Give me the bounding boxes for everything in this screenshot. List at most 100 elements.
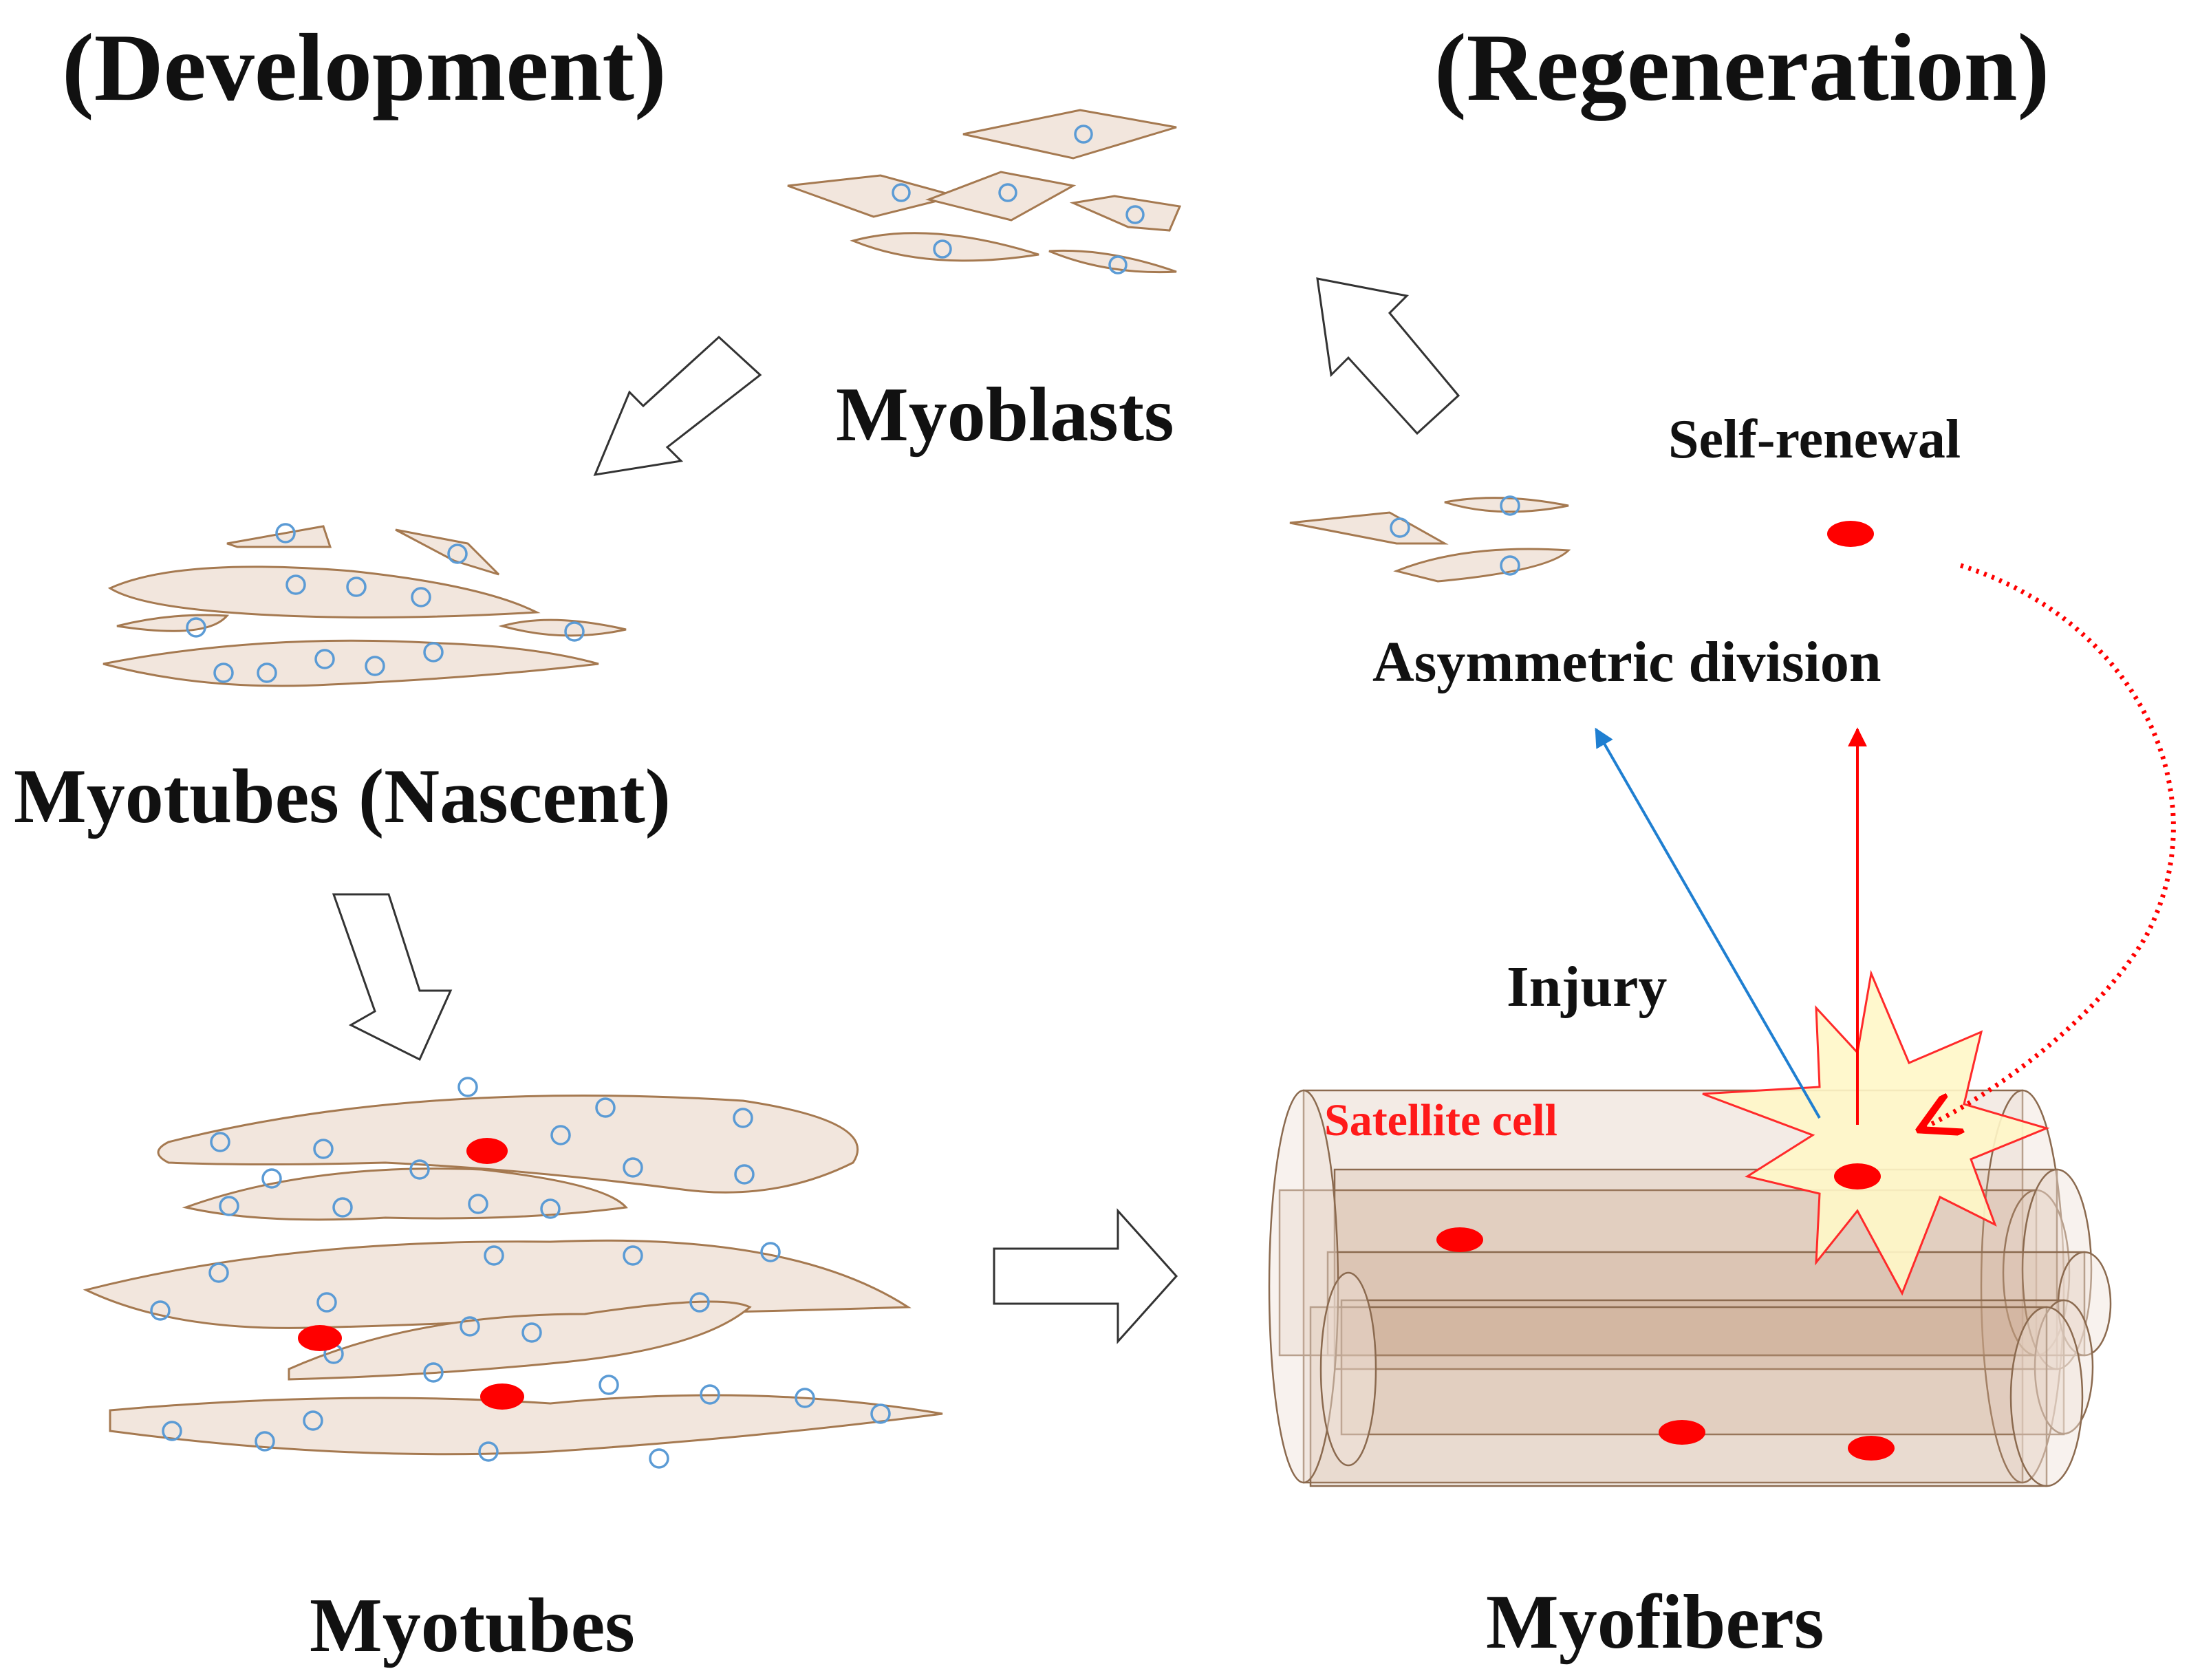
development-heading: (Development) bbox=[62, 14, 667, 121]
nucleus bbox=[550, 1125, 571, 1145]
nucleus bbox=[870, 1403, 891, 1424]
nucleus bbox=[332, 1197, 353, 1218]
satellite-cell bbox=[1436, 1227, 1483, 1252]
nucleus bbox=[468, 1194, 488, 1214]
nucleus bbox=[365, 656, 385, 676]
satellite-cell bbox=[298, 1325, 342, 1351]
nucleus bbox=[595, 1097, 616, 1118]
nucleus bbox=[162, 1421, 182, 1441]
nucleus bbox=[1500, 555, 1520, 576]
nucleus bbox=[409, 1159, 430, 1180]
self-renewed-satellite-cell bbox=[1827, 521, 1874, 547]
nucleus bbox=[275, 523, 296, 543]
nucleus bbox=[1125, 205, 1145, 224]
nucleus bbox=[734, 1164, 755, 1185]
nucleus bbox=[689, 1292, 710, 1313]
asymmetric-division-label: Asymmetric division bbox=[1372, 630, 1881, 694]
nucleus bbox=[255, 1431, 275, 1452]
myotubes-nascent-label: Myotubes (Nascent) bbox=[14, 754, 671, 839]
nucleus bbox=[261, 1168, 282, 1189]
regenerating-myoblast-cluster bbox=[1289, 495, 1571, 583]
nucleus bbox=[313, 1139, 334, 1159]
nucleus bbox=[933, 239, 952, 259]
myotube bbox=[103, 639, 599, 687]
nucleus bbox=[1390, 517, 1410, 538]
blue-arrow-to-myoblasts bbox=[1595, 727, 1821, 1119]
myoblast-cell bbox=[1444, 497, 1569, 513]
nucleus bbox=[210, 1132, 230, 1152]
satellite-cell-label: Satellite cell bbox=[1324, 1095, 1557, 1145]
myofiber bbox=[1309, 1306, 2048, 1487]
nucleus bbox=[213, 663, 234, 683]
nucleus bbox=[892, 183, 911, 202]
arrow-myoblasts-to-nascent bbox=[593, 335, 762, 476]
nucleus bbox=[150, 1300, 171, 1321]
myotube bbox=[182, 1167, 628, 1221]
injured-satellite-cell bbox=[1834, 1163, 1881, 1189]
nucleus bbox=[599, 1375, 619, 1395]
myoblast-cell bbox=[226, 525, 332, 548]
nucleus bbox=[484, 1245, 504, 1266]
nucleus bbox=[623, 1157, 643, 1178]
myofiber-end bbox=[2057, 1251, 2112, 1357]
injury-label: Injury bbox=[1507, 955, 1667, 1019]
myofiber-end bbox=[2009, 1306, 2084, 1487]
satellite-cell bbox=[466, 1138, 508, 1164]
nucleus bbox=[478, 1441, 499, 1462]
nucleus bbox=[649, 1448, 669, 1469]
nucleus bbox=[1500, 495, 1520, 516]
nucleus bbox=[998, 183, 1017, 202]
myotube bbox=[116, 614, 230, 632]
nucleus bbox=[346, 577, 367, 597]
dotted-arrow-return bbox=[1923, 563, 2176, 1128]
myoblast-cell bbox=[787, 174, 960, 218]
arrow-regeneration-to-myoblasts bbox=[1316, 277, 1460, 435]
nucleus bbox=[411, 587, 431, 607]
nucleus bbox=[760, 1242, 781, 1262]
nucleus bbox=[303, 1410, 323, 1431]
nucleus bbox=[219, 1196, 239, 1216]
nucleus bbox=[423, 1362, 444, 1383]
nucleus bbox=[1074, 125, 1093, 144]
nucleus bbox=[521, 1322, 542, 1343]
nucleus bbox=[564, 621, 585, 642]
myoblast-cell bbox=[395, 528, 500, 576]
myotube bbox=[288, 1300, 752, 1381]
myoblast-cell bbox=[962, 109, 1177, 160]
myotube-cluster bbox=[83, 1077, 943, 1469]
myoblast-cell bbox=[1048, 249, 1177, 274]
myofiber-end bbox=[2034, 1299, 2094, 1435]
myofibers-label: Myofibers bbox=[1486, 1580, 1824, 1665]
nucleus bbox=[208, 1262, 229, 1283]
myoblasts-label: Myoblasts bbox=[836, 372, 1174, 457]
nascent-myotube-cluster bbox=[103, 523, 627, 687]
arrow-myotubes-to-myofibers bbox=[993, 1208, 1178, 1344]
nucleus bbox=[423, 642, 444, 663]
nucleus bbox=[700, 1384, 720, 1405]
nucleus bbox=[795, 1388, 815, 1408]
nucleus bbox=[316, 1292, 337, 1313]
myotube bbox=[83, 1239, 912, 1329]
nucleus bbox=[1108, 255, 1128, 274]
myotubes-label: Myotubes bbox=[310, 1583, 635, 1668]
myotube bbox=[107, 566, 541, 618]
regeneration-heading: (Regeneration) bbox=[1434, 14, 2049, 121]
nucleus bbox=[314, 649, 335, 669]
nucleus bbox=[447, 543, 468, 564]
nucleus bbox=[257, 663, 277, 683]
myotube bbox=[157, 1095, 859, 1194]
nucleus bbox=[460, 1316, 480, 1337]
myotube bbox=[498, 618, 627, 637]
arrow-nascent-to-myotubes bbox=[332, 893, 453, 1062]
nucleus bbox=[733, 1108, 753, 1128]
nucleus bbox=[540, 1198, 561, 1219]
nucleus bbox=[457, 1077, 478, 1097]
myotube bbox=[109, 1394, 943, 1456]
satellite-cell bbox=[1848, 1436, 1895, 1461]
self-renewal-label: Self-renewal bbox=[1668, 409, 1961, 470]
myoblast-cell bbox=[1393, 548, 1571, 583]
myofiber-end bbox=[1319, 1271, 1377, 1467]
myofiber-end bbox=[2021, 1168, 2093, 1370]
myofiber bbox=[1340, 1299, 2065, 1436]
